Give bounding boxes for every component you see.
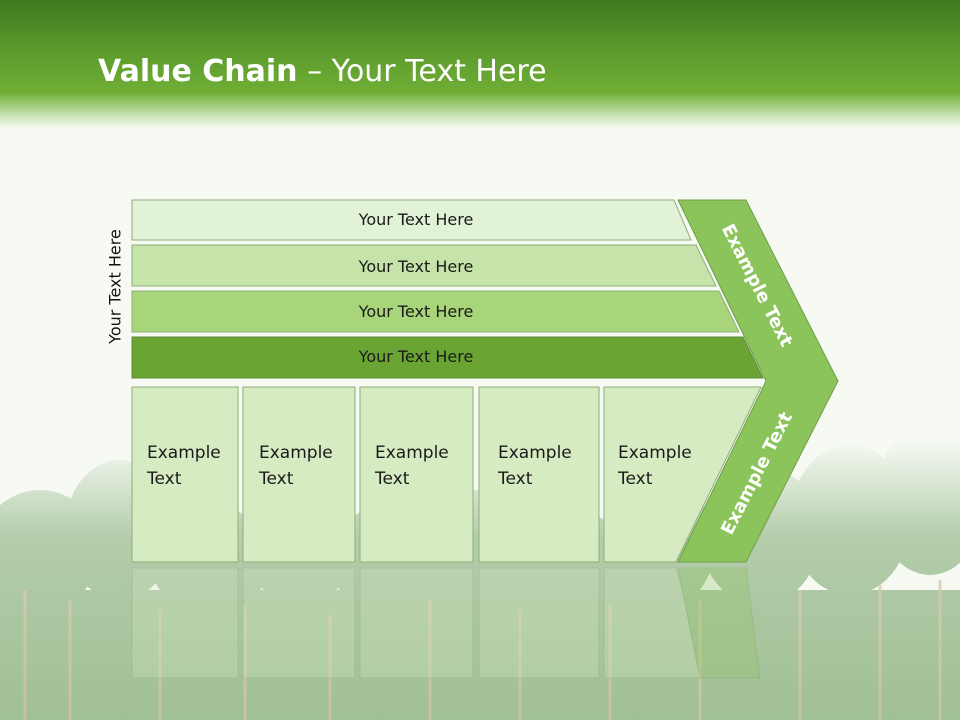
reflection xyxy=(131,567,761,679)
support-row-4-label: Your Text Here xyxy=(358,347,474,366)
header-band xyxy=(0,0,960,128)
primary-box-3 xyxy=(359,386,474,563)
primary-box-3-line2: Text xyxy=(374,469,410,489)
primary-box-5-line1: Example xyxy=(618,443,692,463)
page-title: Value Chain – Your Text Here xyxy=(98,54,547,89)
primary-box-2-line1: Example xyxy=(259,443,333,463)
primary-box-3-line1: Example xyxy=(375,443,449,463)
support-row-4 xyxy=(131,336,764,379)
support-row-3 xyxy=(131,290,740,333)
primary-box-2-line2: Text xyxy=(258,469,294,489)
support-row-1 xyxy=(131,199,692,241)
title-rest: – Your Text Here xyxy=(307,54,547,89)
margin-chevron xyxy=(677,199,839,563)
primary-box-5 xyxy=(603,386,762,563)
support-row-2-label: Your Text Here xyxy=(358,257,474,276)
primary-box-4-line1: Example xyxy=(498,443,572,463)
primary-box-4 xyxy=(478,386,600,563)
support-row-2 xyxy=(131,244,717,287)
primary-box-1-line1: Example xyxy=(147,443,221,463)
support-row-1-label: Your Text Here xyxy=(358,210,474,229)
primary-box-2 xyxy=(242,386,356,563)
primary-box-1 xyxy=(131,386,239,563)
title-bold: Value Chain xyxy=(98,54,298,89)
support-row-3-label: Your Text Here xyxy=(358,302,474,321)
primary-box-1-line2: Text xyxy=(146,469,182,489)
primary-box-5-line2: Text xyxy=(617,469,653,489)
primary-box-4-line2: Text xyxy=(497,469,533,489)
